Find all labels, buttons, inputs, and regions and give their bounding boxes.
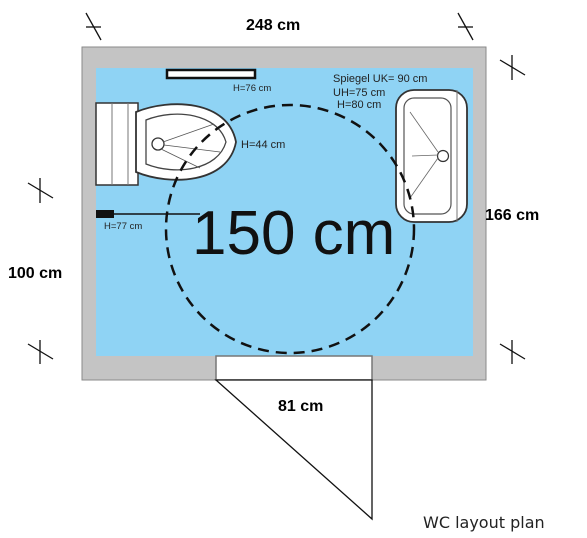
- sink-height-label: H=80 cm: [337, 99, 381, 111]
- sink-underside-label: UH=75 cm: [333, 87, 385, 99]
- flush-height-label: H=77 cm: [104, 221, 142, 232]
- door-width-label: 81 cm: [278, 398, 323, 415]
- turning-circle-label: 150 cm: [192, 199, 395, 268]
- turning-circle: [164, 103, 416, 355]
- mirror-height-label: Spiegel UK= 90 cm: [333, 73, 427, 85]
- flush-handle: [96, 210, 114, 218]
- sink: [395, 89, 468, 223]
- door-swing: [214, 379, 373, 521]
- right-depth-dimension-label: 166 cm: [485, 207, 539, 224]
- grab-bar-height-label: H=76 cm: [233, 83, 271, 94]
- width-dimension-label: 248 cm: [246, 17, 300, 34]
- door-opening: [215, 355, 373, 381]
- grab-bar: [165, 68, 257, 80]
- toilet: [95, 102, 237, 186]
- left-depth-dimension-label: 100 cm: [8, 265, 62, 282]
- dimension-ticks: [27, 12, 526, 364]
- toilet-height-label: H=44 cm: [241, 139, 285, 151]
- plan-caption: WC layout plan: [423, 513, 545, 532]
